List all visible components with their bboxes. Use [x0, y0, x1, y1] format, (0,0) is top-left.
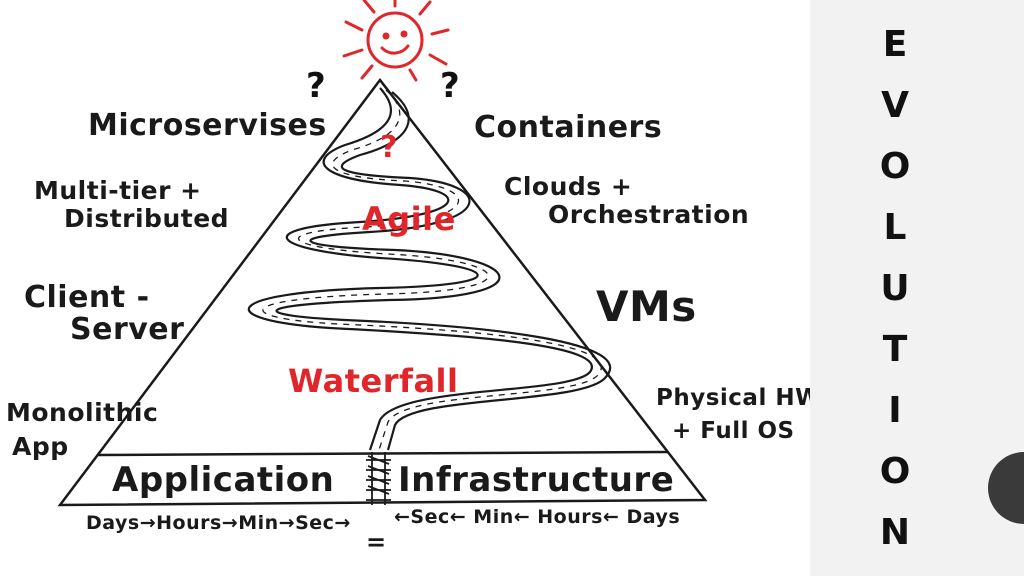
- title-letter: O: [879, 451, 911, 492]
- label-client-line2: Server: [70, 312, 185, 347]
- label-physical-line2: + Full OS: [672, 418, 795, 444]
- title-letter: I: [888, 390, 902, 431]
- winding-road: [247, 87, 612, 451]
- timeline-right: ←Sec← Min← Hours← Days: [394, 506, 681, 528]
- label-clouds-line2: Orchestration: [548, 200, 750, 229]
- label-application: Application: [112, 460, 335, 500]
- smiling-sun-icon: [342, 0, 450, 82]
- whiteboard-canvas: ? ? Microservises Multi-tier + Distribut…: [6, 0, 821, 556]
- evolution-title: E V O L U T I O N: [860, 14, 930, 563]
- title-letter: U: [880, 268, 910, 309]
- label-physical-line1: Physical HW: [656, 385, 821, 411]
- title-letter: V: [881, 85, 909, 126]
- timeline-equals: =: [366, 528, 387, 556]
- label-vms: VMs: [596, 282, 697, 331]
- zipper-icon: [366, 452, 391, 505]
- label-waterfall: Waterfall: [288, 362, 459, 400]
- road-question-mark: ?: [380, 130, 398, 165]
- label-client-line1: Client -: [24, 280, 150, 315]
- label-monolithic-line2: App: [12, 432, 69, 461]
- road-center-dashes: [262, 89, 602, 451]
- pyramid-outline: [57, 77, 708, 507]
- title-letter: T: [882, 329, 908, 370]
- title-letter: L: [883, 207, 907, 248]
- timeline-left: Days→Hours→Min→Sec→: [86, 512, 351, 534]
- label-monolithic-line1: Monolithic: [6, 398, 159, 427]
- title-letter: N: [879, 512, 911, 553]
- label-microservices: Microservises: [88, 108, 327, 143]
- question-mark-left: ?: [306, 66, 326, 106]
- base-band-line: [97, 450, 669, 457]
- label-agile: Agile: [362, 200, 456, 238]
- pyramid-drawing: [57, 0, 708, 507]
- question-mark-right: ?: [440, 66, 460, 106]
- title-letter: E: [882, 24, 908, 65]
- label-infrastructure: Infrastructure: [398, 460, 675, 500]
- label-multitier-line1: Multi-tier +: [34, 176, 202, 205]
- label-multitier-line2: Distributed: [64, 204, 230, 233]
- label-containers: Containers: [474, 110, 663, 145]
- label-clouds-line1: Clouds +: [504, 172, 633, 201]
- title-letter: O: [879, 146, 911, 187]
